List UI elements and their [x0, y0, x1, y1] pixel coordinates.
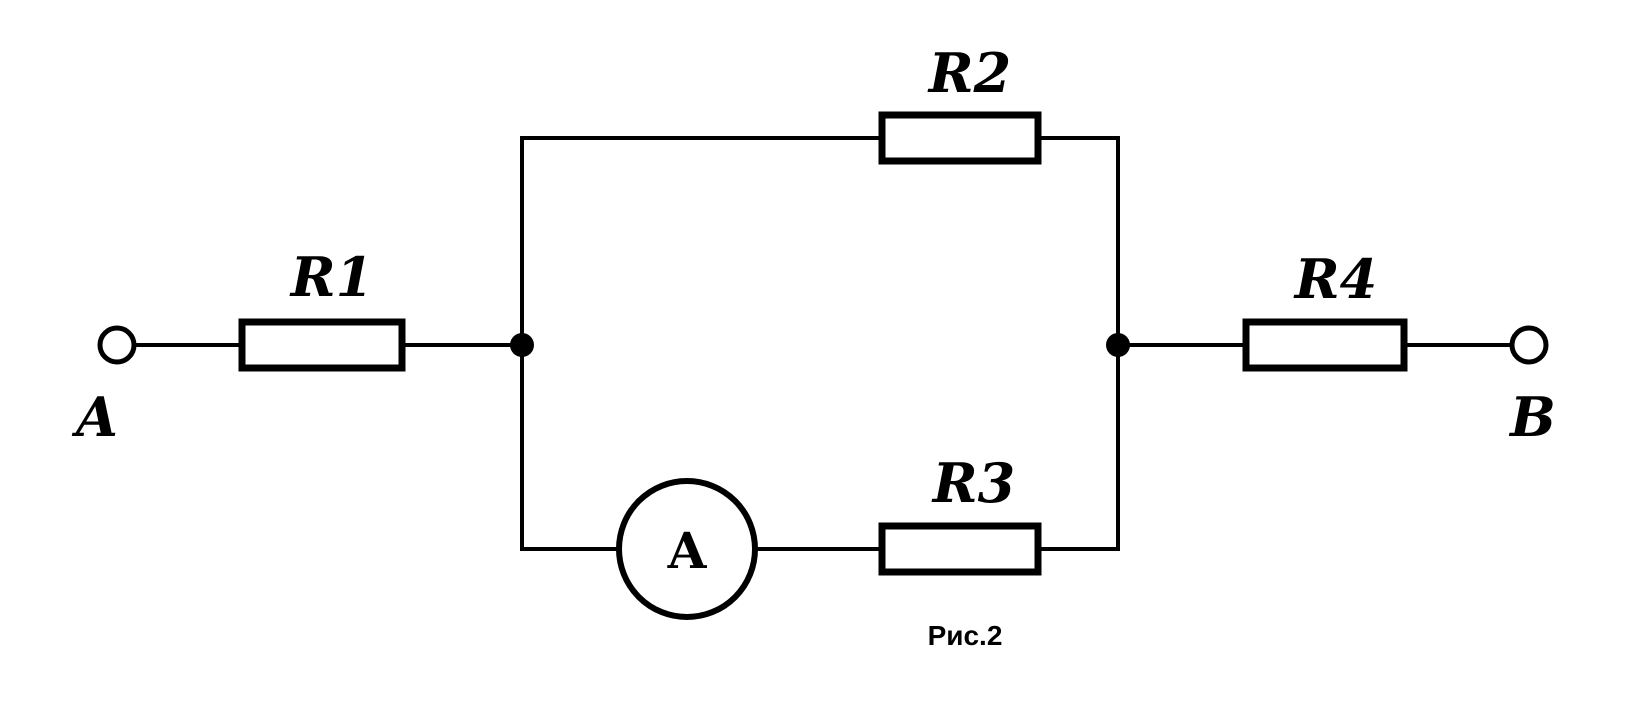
terminal-b-label: B — [1508, 385, 1556, 449]
ammeter-label: A — [667, 521, 708, 580]
terminal-b — [1509, 325, 1549, 365]
resistor-r1 — [238, 318, 406, 372]
resistor-r2-label: R2 — [927, 41, 1011, 105]
ammeter-symbol — [616, 478, 758, 620]
junction-right — [1106, 333, 1130, 357]
terminal-a-label: A — [71, 385, 118, 449]
resistor-r4-label: R4 — [1293, 247, 1377, 311]
resistor-r3 — [878, 522, 1042, 576]
terminal-a — [97, 325, 137, 365]
resistor-r3-label: R3 — [931, 451, 1015, 515]
junction-left — [510, 333, 534, 357]
figure-caption: Рис.2 — [928, 620, 1003, 651]
resistor-r4 — [1242, 318, 1408, 372]
resistor-r1-label: R1 — [289, 245, 373, 309]
resistor-r2 — [878, 111, 1042, 165]
